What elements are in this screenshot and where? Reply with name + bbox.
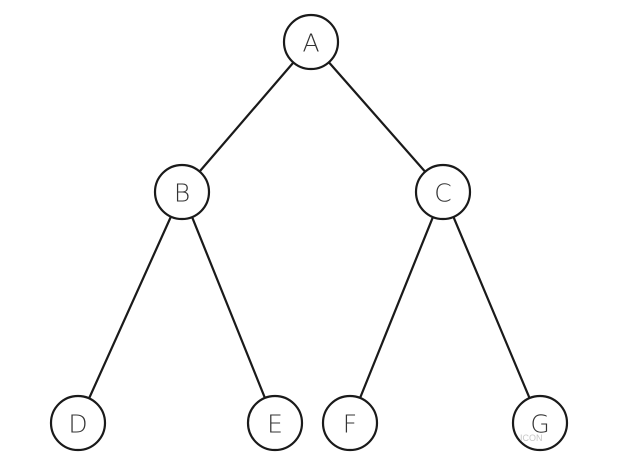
node-label-e: E [267, 410, 283, 439]
node-a: A [282, 13, 340, 71]
node-circle-b [153, 163, 211, 221]
node-e: E [246, 394, 304, 452]
node-d: D [49, 394, 107, 452]
edge-b-e [190, 215, 267, 400]
node-g: G [511, 394, 569, 452]
node-circle-c [414, 163, 472, 221]
edge-b-d [87, 215, 173, 400]
node-label-g: G [530, 410, 549, 439]
tree-edges [87, 61, 531, 400]
node-label-d: D [68, 410, 87, 439]
node-c: C [414, 163, 472, 221]
node-f: F [321, 394, 379, 452]
node-circle-g [511, 394, 569, 452]
edge-c-f [358, 215, 435, 400]
edge-a-c [327, 61, 427, 173]
node-circle-f [321, 394, 379, 452]
node-label-c: C [434, 179, 451, 208]
node-label-a: A [302, 29, 319, 58]
node-b: B [153, 163, 211, 221]
node-circle-a [282, 13, 340, 71]
edge-c-g [452, 215, 531, 400]
node-label-b: B [174, 179, 190, 208]
tree-nodes: A B C D E F G [49, 13, 569, 452]
node-label-f: F [343, 410, 357, 439]
node-circle-d [49, 394, 107, 452]
node-circle-e [246, 394, 304, 452]
watermark-text: ICON [520, 433, 543, 443]
edge-a-b [198, 61, 295, 173]
